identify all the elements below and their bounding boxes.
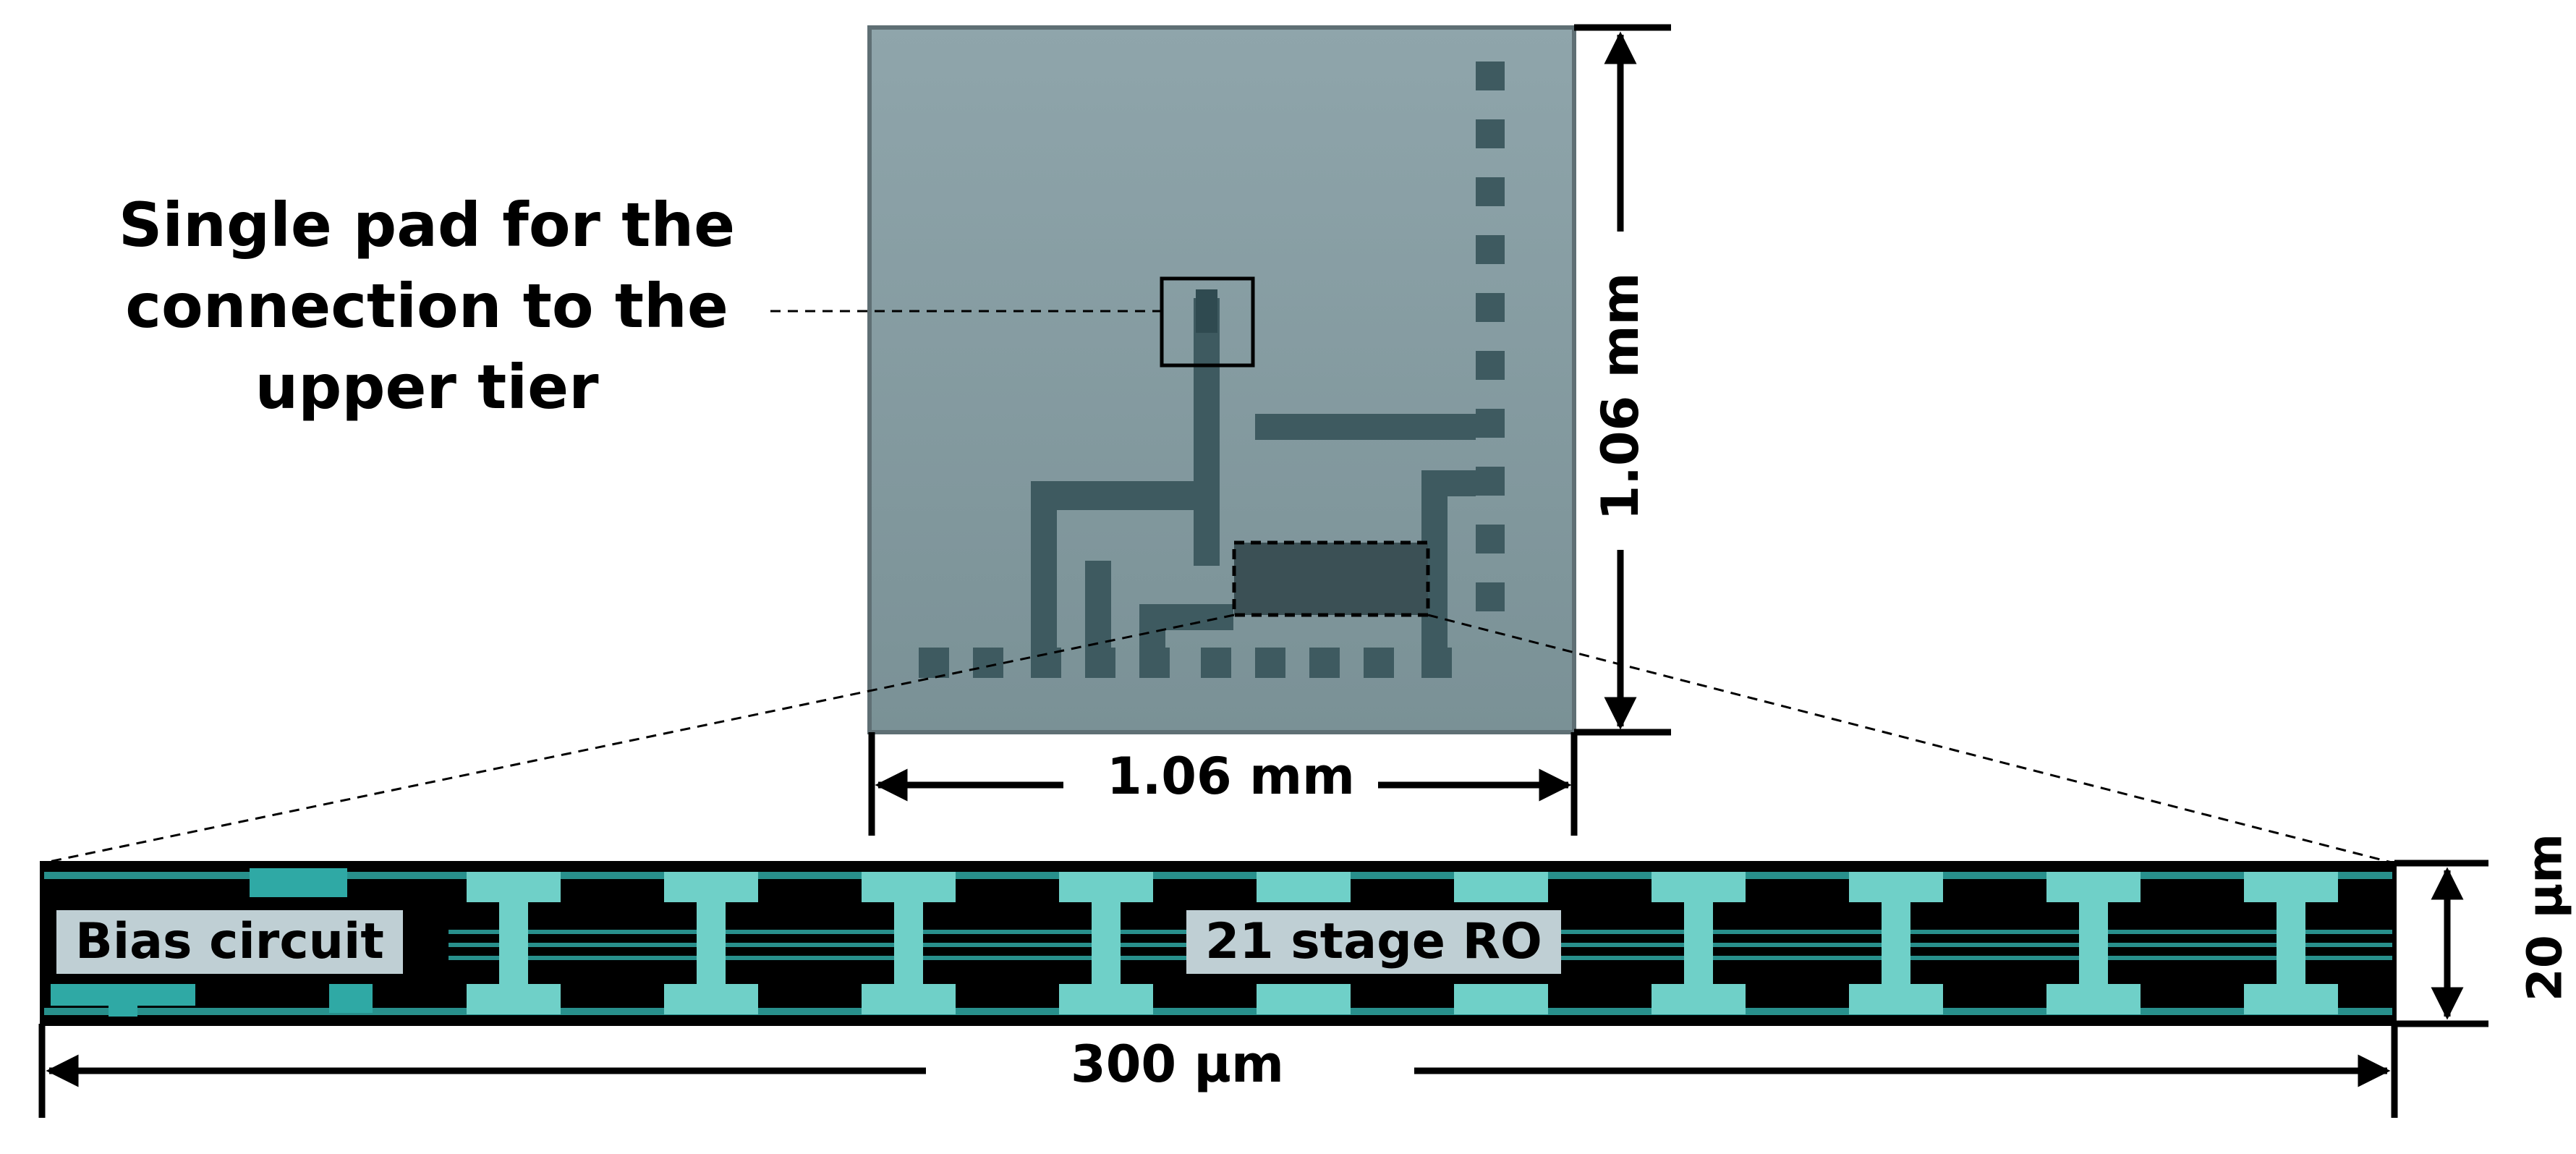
pad-highlight-box	[1160, 276, 1255, 368]
zoom-line-right	[1427, 614, 2395, 865]
layout-height-label: 20 µm	[2517, 833, 2573, 1002]
die-height-label: 1.06 mm	[1591, 272, 1650, 521]
bias-circuit-label: Bias circuit	[56, 910, 403, 974]
die-dimension-lines	[868, 24, 1671, 836]
layout-width-label: 300 µm	[1071, 1035, 1284, 1094]
callout-label: Single pad for the connection to the upp…	[118, 190, 736, 423]
die-width-label: 1.06 mm	[1107, 747, 1355, 806]
zoom-line-left	[41, 614, 1235, 865]
ring-oscillator-label: 21 stage RO	[1186, 910, 1561, 974]
layout-dimension-lines	[38, 860, 2488, 1118]
die-photo	[867, 25, 1576, 734]
